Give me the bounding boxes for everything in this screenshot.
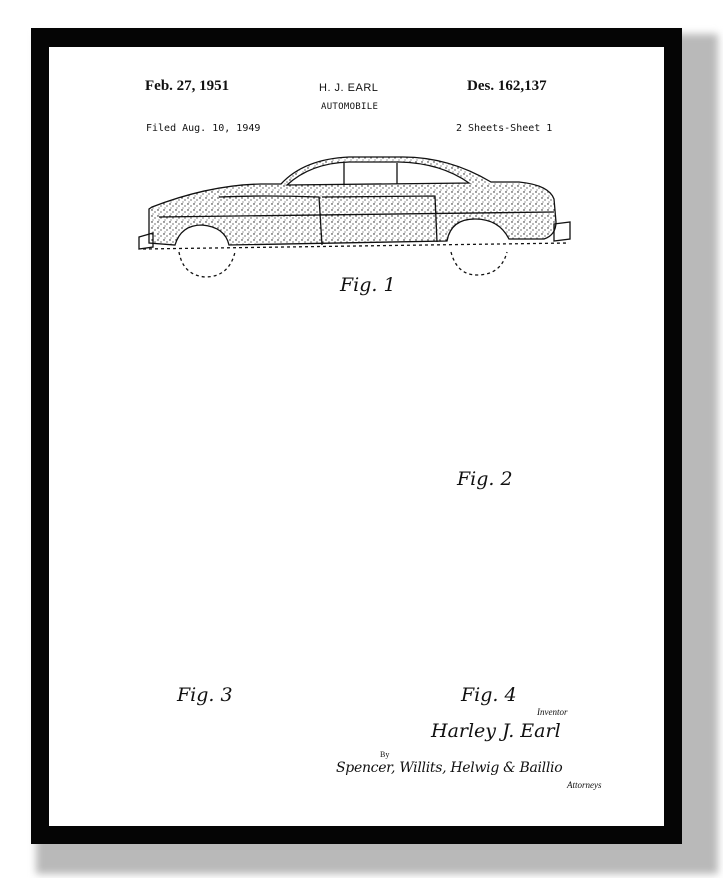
inventor-header: H. J. EARL bbox=[319, 82, 379, 94]
patent-sheet: Feb. 27, 1951 H. J. EARL AUTOMOBILE Des.… bbox=[49, 47, 664, 826]
patent-date: Feb. 27, 1951 bbox=[145, 78, 230, 94]
fig1-label: Fig. 1 bbox=[340, 274, 396, 296]
fig4-label: Fig. 4 bbox=[461, 684, 517, 706]
attorneys-signature: Spencer, Willits, Helwig & Baillio bbox=[336, 760, 563, 776]
attorneys-label: Attorneys bbox=[567, 780, 602, 790]
inventor-label: Inventor bbox=[537, 707, 568, 717]
picture-frame: Feb. 27, 1951 H. J. EARL AUTOMOBILE Des.… bbox=[31, 28, 682, 844]
inventor-signature: Harley J. Earl bbox=[431, 720, 561, 742]
fig2-label: Fig. 2 bbox=[457, 468, 513, 490]
design-number: Des. 162,137 bbox=[467, 78, 547, 94]
by-label: By bbox=[380, 750, 390, 759]
filed-date: Filed Aug. 10, 1949 bbox=[146, 123, 261, 134]
patent-drawings bbox=[138, 156, 571, 278]
fig1-side-view-drawing bbox=[138, 156, 571, 278]
patent-title: AUTOMOBILE bbox=[321, 102, 379, 112]
sheet-count: 2 Sheets-Sheet 1 bbox=[456, 123, 553, 134]
fig3-label: Fig. 3 bbox=[177, 684, 233, 706]
